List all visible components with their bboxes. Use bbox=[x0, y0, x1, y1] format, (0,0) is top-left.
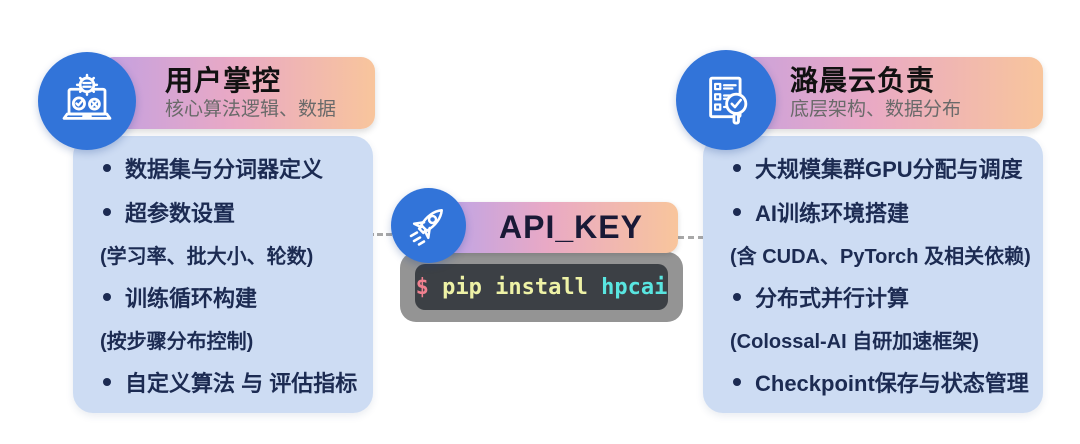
left-panel-header: 用户掌控 核心算法逻辑、数据 bbox=[100, 57, 375, 129]
list-item-label: 大规模集群GPU分配与调度 bbox=[755, 157, 1023, 182]
terminal-command: pip install bbox=[442, 274, 588, 300]
laptop-settings-icon bbox=[56, 70, 118, 132]
terminal-box: $ pip install hpcai bbox=[400, 252, 683, 322]
left-panel-list: 数据集与分词器定义 超参数设置 (学习率、批大小、轮数) 训练循环构建 (按步骤… bbox=[73, 146, 373, 404]
list-item-label: Checkpoint保存与状态管理 bbox=[755, 371, 1029, 396]
list-item-label: (学习率、批大小、轮数) bbox=[100, 246, 314, 268]
list-item-note: (学习率、批大小、轮数) bbox=[73, 240, 373, 269]
bullet-icon bbox=[103, 208, 111, 216]
bullet-icon bbox=[733, 164, 741, 172]
bullet-icon bbox=[103, 293, 111, 301]
terminal-command-line: $ pip install hpcai bbox=[415, 264, 668, 310]
right-panel-subtitle: 底层架构、数据分布 bbox=[790, 98, 962, 120]
api-key-pill: API_KEY bbox=[440, 202, 678, 253]
bullet-icon bbox=[733, 378, 741, 386]
bullet-icon bbox=[103, 378, 111, 386]
checklist-magnifier-icon bbox=[694, 68, 758, 132]
bullet-icon bbox=[733, 208, 741, 216]
list-item: Checkpoint保存与状态管理 bbox=[703, 366, 1043, 398]
list-item: 数据集与分词器定义 bbox=[73, 152, 373, 184]
connector-right-dashed-line bbox=[678, 236, 704, 239]
terminal-space bbox=[588, 275, 601, 300]
list-item-note: (Colossal-AI 自研加速框架) bbox=[703, 325, 1043, 354]
list-item-label: 超参数设置 bbox=[125, 201, 236, 226]
api-key-label: API_KEY bbox=[499, 209, 643, 245]
list-item-note: (按步骤分布控制) bbox=[73, 325, 373, 354]
list-item: AI训练环境搭建 bbox=[703, 196, 1043, 228]
terminal-package: hpcai bbox=[601, 274, 668, 300]
list-item-label: (含 CUDA、PyTorch 及相关依赖) bbox=[730, 246, 1031, 268]
list-item-label: (按步骤分布控制) bbox=[100, 331, 254, 353]
list-item-label: 自定义算法 与 评估指标 bbox=[125, 371, 358, 396]
list-item-note: (含 CUDA、PyTorch 及相关依赖) bbox=[703, 240, 1043, 269]
right-panel-list: 大规模集群GPU分配与调度 AI训练环境搭建 (含 CUDA、PyTorch 及… bbox=[703, 146, 1043, 404]
list-item: 自定义算法 与 评估指标 bbox=[73, 366, 373, 398]
connector-left-dashed-line bbox=[368, 233, 392, 236]
list-item: 大规模集群GPU分配与调度 bbox=[703, 152, 1043, 184]
left-panel-body bbox=[73, 136, 373, 413]
bullet-icon bbox=[733, 293, 741, 301]
right-panel-title: 潞晨云负责 bbox=[790, 64, 936, 96]
terminal-space bbox=[429, 275, 442, 300]
left-panel-subtitle: 核心算法逻辑、数据 bbox=[165, 98, 337, 120]
bullet-icon bbox=[103, 164, 111, 172]
left-panel-title: 用户掌控 bbox=[165, 64, 282, 96]
list-item-label: 数据集与分词器定义 bbox=[125, 157, 324, 182]
left-panel-icon-circle bbox=[38, 52, 136, 150]
list-item: 超参数设置 bbox=[73, 196, 373, 228]
list-item-label: (Colossal-AI 自研加速框架) bbox=[730, 331, 979, 353]
right-panel-icon-circle bbox=[676, 50, 776, 150]
list-item: 分布式并行计算 bbox=[703, 281, 1043, 313]
rocket-icon-circle bbox=[391, 188, 466, 263]
list-item: 训练循环构建 bbox=[73, 281, 373, 313]
right-panel-body bbox=[703, 136, 1043, 413]
list-item-label: 训练循环构建 bbox=[125, 286, 258, 311]
terminal-prompt: $ bbox=[415, 274, 429, 300]
list-item-label: AI训练环境搭建 bbox=[755, 201, 910, 226]
list-item-label: 分布式并行计算 bbox=[755, 286, 910, 311]
rocket-icon bbox=[404, 201, 454, 251]
